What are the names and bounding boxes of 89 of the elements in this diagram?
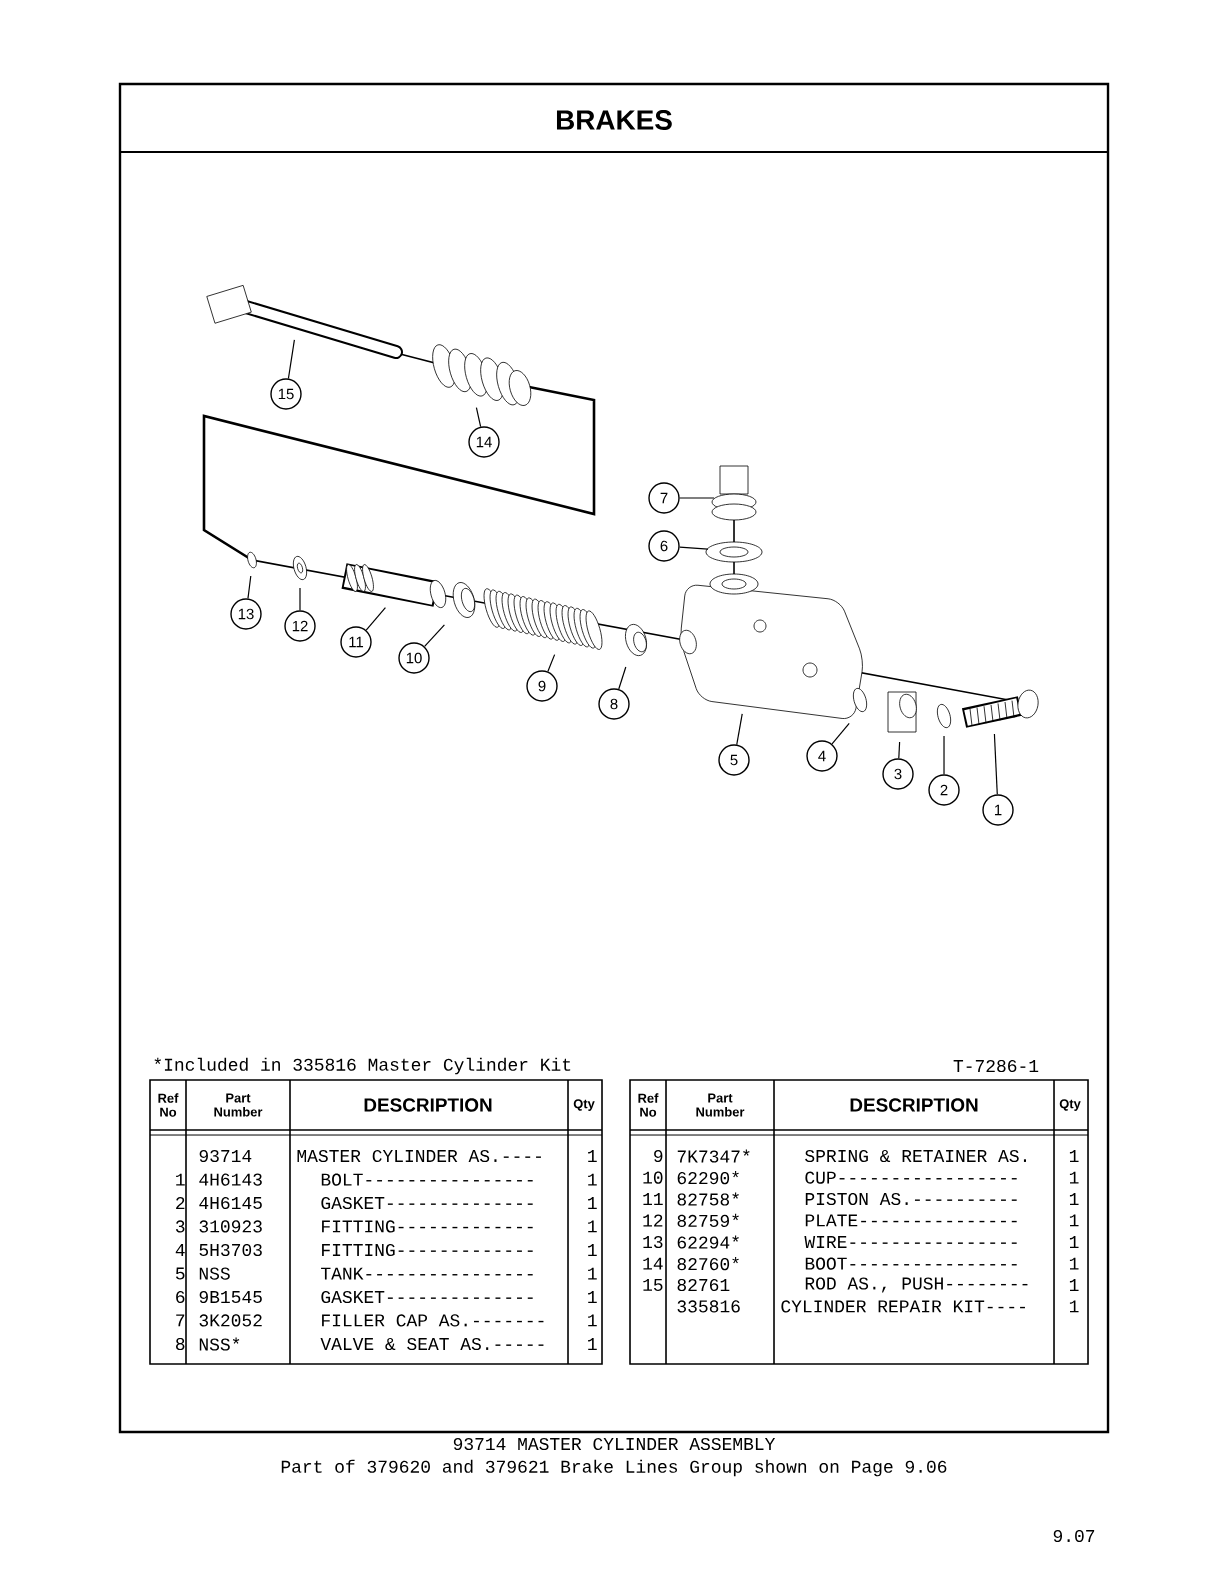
table-cell: 10 <box>643 1171 663 1184</box>
table-cell: 1 <box>588 1173 597 1186</box>
leader-line <box>247 575 252 600</box>
leader-line <box>736 713 743 746</box>
table-cell: WIRE---------------- <box>804 1236 1017 1248</box>
table-cell: NSS <box>199 1267 230 1280</box>
table-cell: GASKET-------------- <box>321 1290 533 1304</box>
table-cell: 6 <box>176 1290 185 1304</box>
page-number: 9.07 <box>1053 1529 1095 1543</box>
table-cell: 1 <box>1069 1171 1079 1184</box>
table-cell: 7 <box>176 1314 185 1327</box>
footnote: *Included in 335816 Master Cylinder Kit <box>154 1057 571 1075</box>
table-cell: ROD AS., PUSH-------- <box>805 1277 1028 1293</box>
table-cell: 82760* <box>677 1257 739 1271</box>
table-cell: PLATE--------------- <box>805 1214 1017 1227</box>
column-header: DESCRIPTION <box>850 1098 978 1112</box>
table-cell: 1 <box>588 1197 597 1209</box>
table-cell: 93714 <box>199 1149 252 1163</box>
table-cell: 1 <box>588 1314 597 1327</box>
table-cell: 4H6143 <box>199 1173 262 1186</box>
table-cell: 1 <box>176 1173 185 1186</box>
leader-line <box>943 735 945 775</box>
leader-line <box>299 587 301 611</box>
table-cell: BOLT---------------- <box>321 1173 533 1186</box>
figure-number: T-7286-1 <box>953 1059 1039 1073</box>
table-cell: 14 <box>643 1257 663 1270</box>
leader-line <box>287 339 295 380</box>
table-cell: 9B1545 <box>199 1290 262 1304</box>
table-cell: 1 <box>588 1291 597 1303</box>
leader-line <box>424 624 445 648</box>
leader-line <box>679 497 715 499</box>
table-cell: 1 <box>1069 1193 1079 1205</box>
leader-line <box>831 722 850 745</box>
leader-line <box>618 666 627 690</box>
table-cell: 1 <box>1069 1150 1079 1162</box>
table-cell: SPRING & RETAINER AS. <box>805 1149 1026 1163</box>
leader-line <box>898 741 901 759</box>
table-cell: 310923 <box>199 1220 262 1233</box>
table-cell: FITTING------------- <box>322 1220 533 1233</box>
table-cell: 9 <box>654 1149 663 1163</box>
table-cell: 4 <box>175 1244 185 1256</box>
table-cell: TANK---------------- <box>321 1267 533 1280</box>
table-cell: 1 <box>1069 1257 1079 1270</box>
leader-line <box>547 654 556 673</box>
table-cell: 15 <box>643 1279 663 1291</box>
table-cell: 82759* <box>677 1213 739 1227</box>
leader-line <box>679 546 709 550</box>
table-cell: 82758* <box>677 1192 739 1206</box>
table-cell: 1 <box>1069 1279 1079 1291</box>
table-cell: 1 <box>588 1220 597 1233</box>
table-cell: 335816 <box>677 1300 740 1313</box>
column-header: DESCRIPTION <box>364 1098 492 1112</box>
table-cell: FITTING------------- <box>322 1243 533 1257</box>
table-cell: BOOT---------------- <box>805 1257 1017 1270</box>
table-cell: 1 <box>1069 1214 1079 1227</box>
table-cell: 7K7347* <box>677 1149 750 1163</box>
caption: Part of 379620 and 379621 Brake Lines Group shown on Page 9.06 <box>281 1459 947 1477</box>
table-cell: NSS* <box>199 1337 240 1351</box>
table-cell: 13 <box>643 1235 663 1249</box>
table-cell: PISTON AS.---------- <box>805 1192 1017 1206</box>
table-cell: 5H3703 <box>199 1243 262 1257</box>
table-cell: 1 <box>1069 1300 1079 1313</box>
table-cell: FILLER CAP AS.------- <box>322 1314 544 1327</box>
table-cell: 2 <box>176 1197 185 1209</box>
table-cell: 1 <box>588 1244 597 1256</box>
table-cell: 4H6145 <box>199 1196 262 1210</box>
table-cell: VALVE & SEAT AS.----- <box>320 1337 544 1351</box>
table-cell: 8 <box>176 1337 185 1351</box>
table-cell: 1 <box>588 1150 597 1162</box>
table-cell: 82761 <box>677 1278 730 1292</box>
table-cell: 5 <box>175 1267 185 1280</box>
table-cell: 3K2052 <box>199 1314 262 1327</box>
table-cell: 1 <box>588 1338 597 1350</box>
title: BRAKES <box>557 110 672 130</box>
table-cell: 1 <box>588 1267 597 1280</box>
table-cell: 62290* <box>677 1171 739 1185</box>
table-cell: MASTER CYLINDER AS.---- <box>297 1149 541 1163</box>
leader-line <box>475 407 482 428</box>
table-cell: 3 <box>175 1220 185 1233</box>
caption: 93714 MASTER CYLINDER ASSEMBLY <box>453 1437 776 1451</box>
table-cell: 12 <box>643 1214 663 1227</box>
table-cell: CUP----------------- <box>805 1171 1017 1184</box>
table-cell: 11 <box>643 1193 663 1205</box>
table-cell: 1 <box>1069 1236 1079 1248</box>
leader-line <box>993 733 998 795</box>
table-cell: CYLINDER REPAIR KIT---- <box>781 1300 1025 1313</box>
table-cell: 62294* <box>677 1235 739 1249</box>
table-cell: GASKET-------------- <box>321 1196 533 1210</box>
leader-line <box>365 607 386 631</box>
